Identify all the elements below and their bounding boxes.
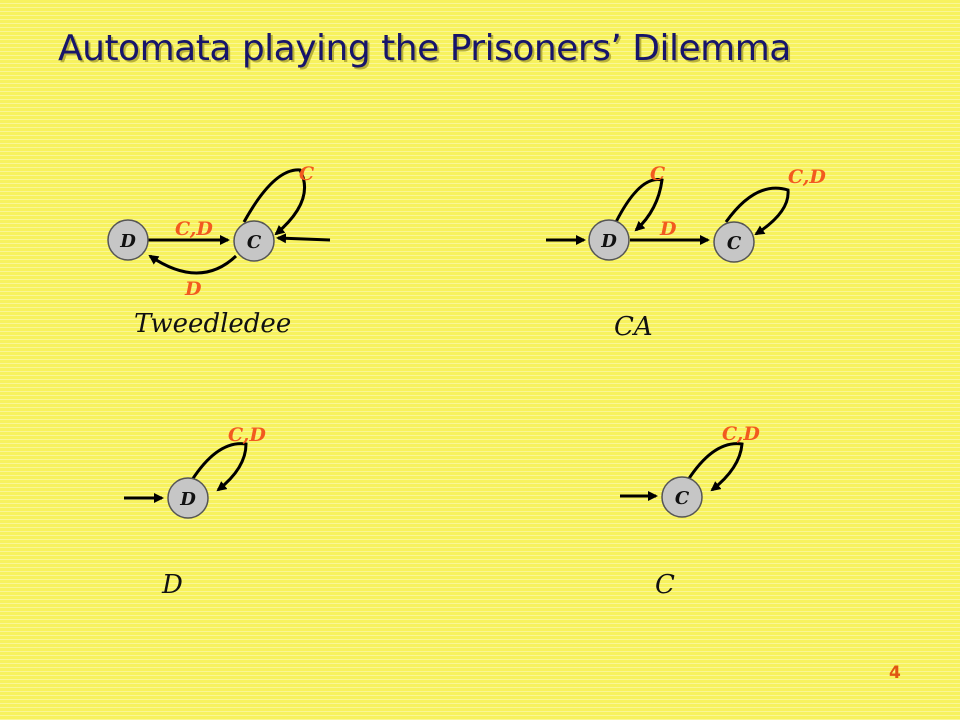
- automaton-name-ca: CA: [614, 312, 653, 342]
- self-loop-d: [614, 178, 664, 232]
- edge-label-self-loop-c: C,D: [722, 423, 760, 445]
- page-number: 4: [889, 663, 901, 683]
- self-loop-c: [724, 186, 790, 236]
- state-c-label: C: [675, 488, 690, 509]
- automaton-name-always-d: D: [161, 570, 183, 600]
- self-loop-c: [242, 168, 306, 236]
- state-c-label: C: [247, 232, 262, 253]
- automaton-name-always-c: C: [655, 570, 675, 600]
- edge-label-c-to-d: D: [184, 278, 202, 300]
- state-d-label: D: [179, 489, 196, 510]
- automaton-name-tweedledee: Tweedledee: [134, 309, 291, 339]
- state-d: [588, 219, 630, 261]
- edge-label-self-loop-c: C: [299, 163, 314, 185]
- edge-c-to-d: [148, 254, 238, 275]
- state-c-label: C: [727, 233, 742, 254]
- automaton-always-d: D C,D D: [124, 424, 266, 600]
- state-d-label: D: [600, 231, 617, 252]
- start-arrow: [276, 233, 331, 244]
- slide-title: Automata playing the Prisoners’ Dilemma: [58, 28, 791, 69]
- state-d: [167, 477, 209, 519]
- state-d-label: D: [119, 231, 136, 252]
- edge-label-d-to-c: D: [659, 218, 677, 240]
- self-loop-c: [686, 442, 744, 492]
- automaton-always-c: C C,D C: [620, 423, 760, 600]
- automaton-tweedledee: D C C,D D C Tweedledee: [107, 163, 331, 339]
- edge-label-self-loop-d: C: [650, 163, 665, 185]
- state-c: [233, 220, 275, 262]
- automaton-ca: D C C D C,D CA: [546, 163, 826, 342]
- edge-label-d-to-c: C,D: [175, 218, 213, 240]
- state-d: [107, 219, 149, 261]
- edge-label-self-loop-c: C,D: [788, 166, 826, 188]
- self-loop-d: [190, 442, 248, 492]
- state-c: [661, 476, 703, 518]
- state-c: [713, 221, 755, 263]
- edge-label-self-loop-d: C,D: [228, 424, 266, 446]
